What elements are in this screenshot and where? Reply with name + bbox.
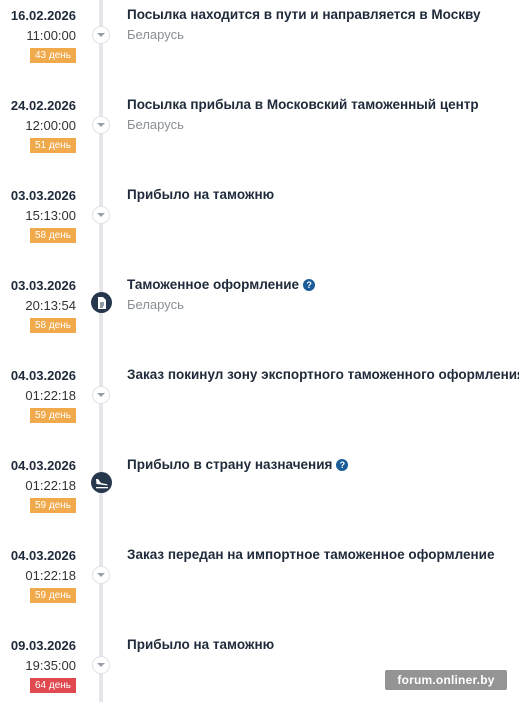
tracking-event: 04.03.2026 01:22:18 59 день Прибыло в ст… <box>0 450 519 540</box>
event-title: Заказ передан на импортное таможенное оф… <box>127 547 495 562</box>
event-time: 01:22:18 <box>25 478 76 493</box>
chevron-down-icon[interactable] <box>92 386 110 404</box>
chevron-down-icon[interactable] <box>92 566 110 584</box>
day-count-badge: 58 день <box>29 228 76 243</box>
event-time: 01:22:18 <box>25 388 76 403</box>
chevron-down-icon[interactable] <box>92 656 110 674</box>
event-location: Беларусь <box>127 27 184 42</box>
chevron-down-icon[interactable] <box>92 116 110 134</box>
day-count-badge: 51 день <box>29 138 76 153</box>
event-date: 04.03.2026 <box>10 368 76 383</box>
document-icon <box>91 292 112 313</box>
tracking-event: 03.03.2026 20:13:54 58 день Таможенное о… <box>0 270 519 360</box>
event-title-text: Прибыло в страну назначения <box>127 457 333 472</box>
event-date: 03.03.2026 <box>10 188 76 203</box>
event-date: 04.03.2026 <box>10 458 76 473</box>
day-count-badge: 59 день <box>29 588 76 603</box>
event-time: 20:13:54 <box>25 298 76 313</box>
chevron-down-icon[interactable] <box>92 206 110 224</box>
event-date: 03.03.2026 <box>10 278 76 293</box>
event-date: 24.02.2026 <box>10 98 76 113</box>
event-date: 09.03.2026 <box>10 638 76 653</box>
tracking-event: 16.02.2026 11:00:00 43 день Посылка нахо… <box>0 0 519 90</box>
day-count-badge: 43 день <box>29 48 76 63</box>
event-title: Прибыло в страну назначения? <box>127 457 349 472</box>
tracking-event: 03.03.2026 15:13:00 58 день Прибыло на т… <box>0 180 519 270</box>
event-date: 16.02.2026 <box>10 8 76 23</box>
event-time: 15:13:00 <box>25 208 76 223</box>
event-title: Прибыло на таможню <box>127 187 275 202</box>
event-time: 12:00:00 <box>25 118 76 133</box>
day-count-badge: 58 день <box>29 318 76 333</box>
day-count-badge: 64 день <box>29 678 76 693</box>
event-time: 01:22:18 <box>25 568 76 583</box>
tracking-event: 04.03.2026 01:22:18 59 день Заказ покину… <box>0 360 519 450</box>
event-title: Таможенное оформление? <box>127 277 316 292</box>
event-location: Беларусь <box>127 117 184 132</box>
day-count-badge: 59 день <box>29 408 76 423</box>
event-title: Заказ покинул зону экспортного таможенно… <box>127 367 519 382</box>
timeline-line <box>99 0 103 702</box>
watermark: forum.onliner.by <box>385 670 507 690</box>
tracking-event: 04.03.2026 01:22:18 59 день Заказ переда… <box>0 540 519 630</box>
chevron-down-icon[interactable] <box>92 26 110 44</box>
day-count-badge: 59 день <box>29 498 76 513</box>
event-date: 04.03.2026 <box>10 548 76 563</box>
help-icon[interactable]: ? <box>336 459 349 471</box>
event-title: Посылка прибыла в Московский таможенный … <box>127 97 479 112</box>
event-location: Беларусь <box>127 297 184 312</box>
event-time: 11:00:00 <box>26 28 76 43</box>
event-title-text: Таможенное оформление <box>127 277 300 292</box>
tracking-event: 24.02.2026 12:00:00 51 день Посылка приб… <box>0 90 519 180</box>
plane-landing-icon <box>91 472 112 493</box>
event-title: Прибыло на таможню <box>127 637 275 652</box>
tracking-event: 09.03.2026 19:35:00 64 день Прибыло на т… <box>0 630 519 720</box>
help-icon[interactable]: ? <box>303 279 316 291</box>
event-title: Посылка находится в пути и направляется … <box>127 7 481 22</box>
event-time: 19:35:00 <box>25 658 76 673</box>
